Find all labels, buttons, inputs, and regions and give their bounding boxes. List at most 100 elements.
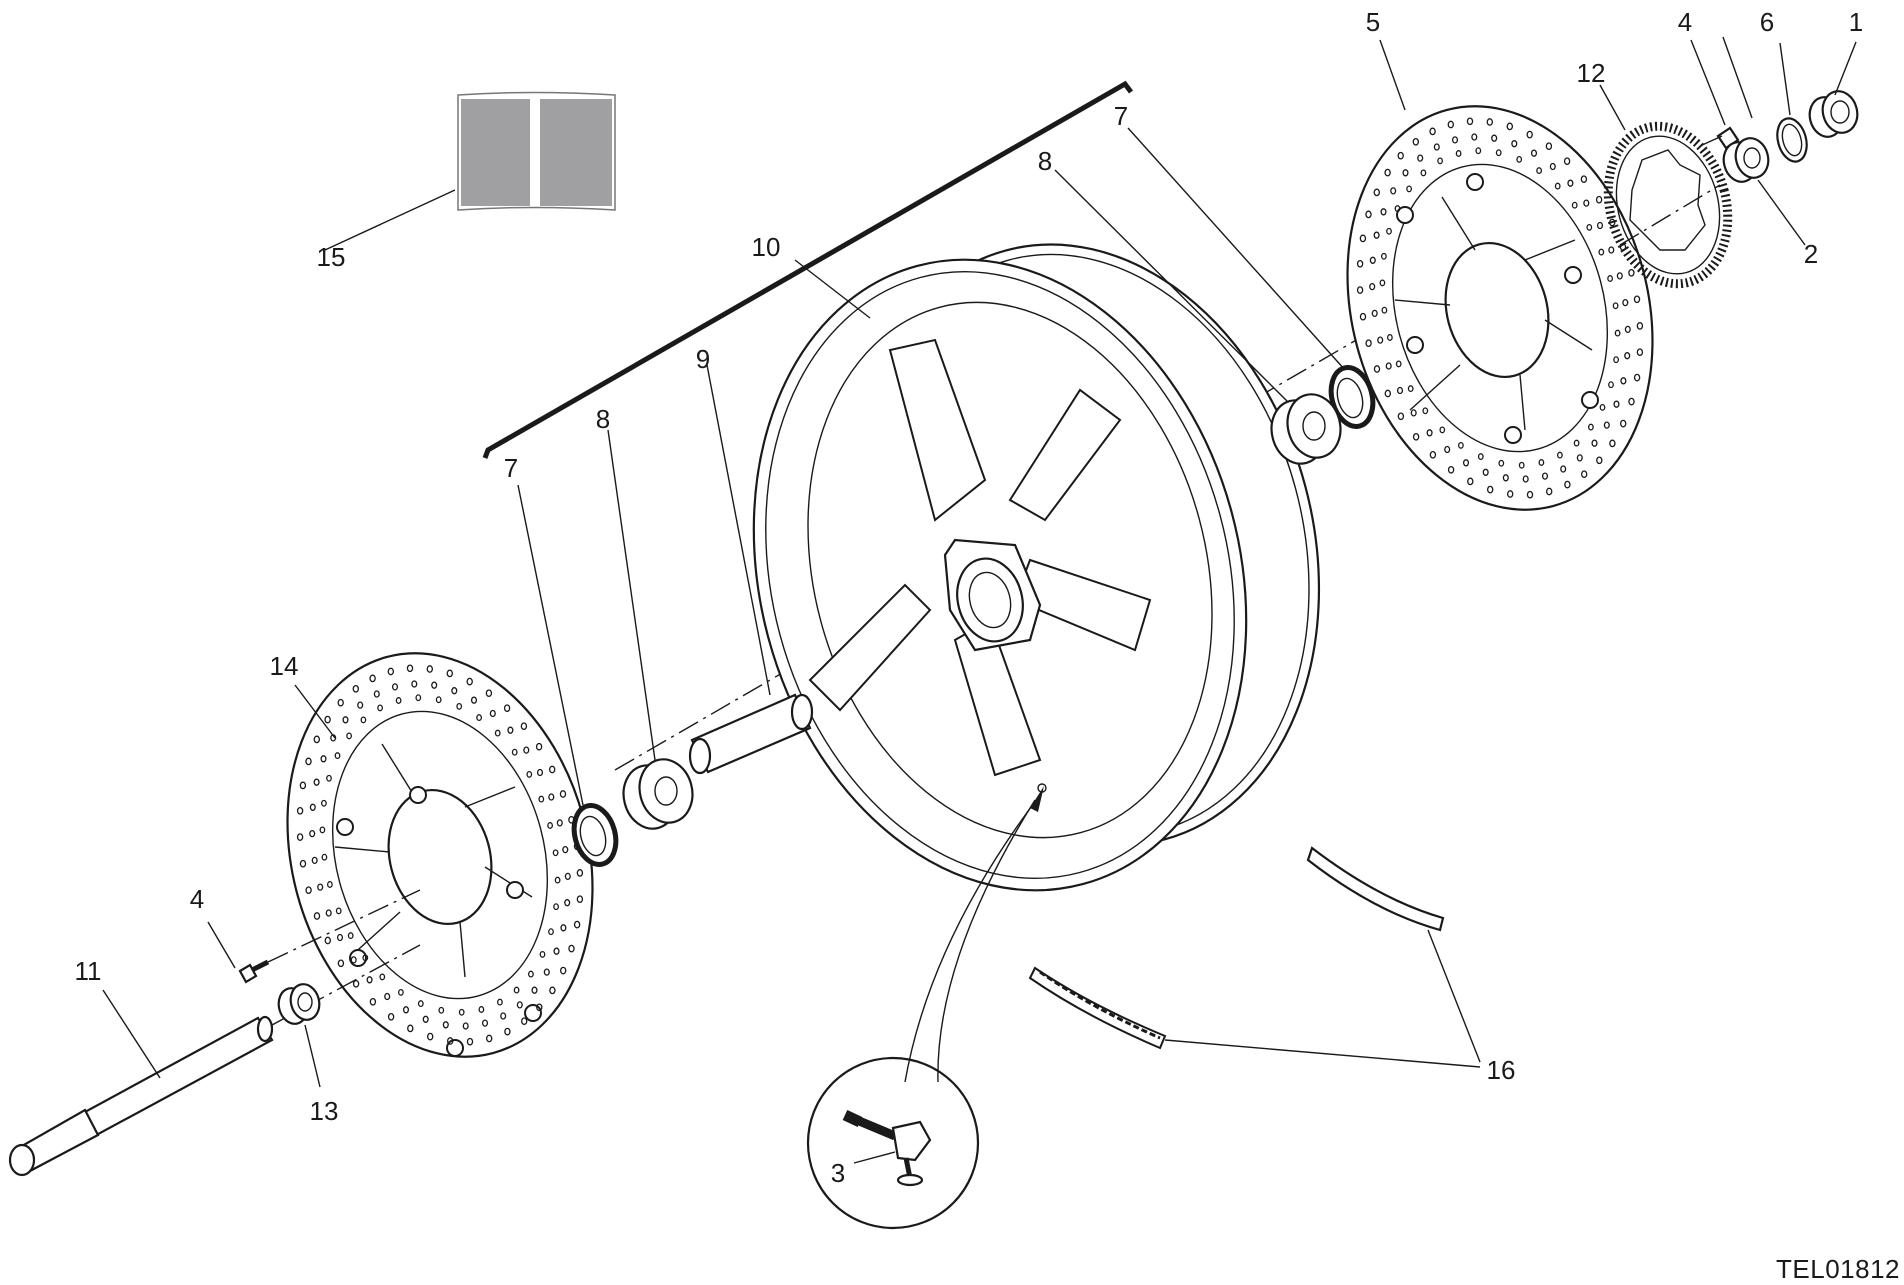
drill-hole [1567,179,1574,187]
drill-hole [523,746,530,754]
callout-10: 10 [752,232,781,262]
drill-hole [553,903,559,911]
drill-hole [559,966,567,975]
seal-part-7-right [1328,365,1376,429]
drill-hole [417,1000,424,1008]
drill-hole [324,715,331,724]
bracket-part-10 [482,80,1133,459]
drill-hole [548,765,556,774]
drill-hole [511,748,518,756]
drill-hole [325,909,332,917]
callout-11: 11 [75,956,102,986]
drill-hole [1554,182,1561,190]
drill-hole [1384,389,1392,398]
drill-hole [1397,412,1405,421]
spacer-part-2 [1722,137,1770,183]
drill-hole [554,876,561,884]
drill-hole [422,1015,429,1023]
drill-hole [576,869,584,877]
drill-hole [1516,155,1523,163]
drill-hole [1390,187,1397,195]
drill-hole [520,722,528,731]
drill-hole [1394,205,1401,213]
drill-hole [560,924,567,932]
drill-hole [1596,456,1603,465]
drill-hole [1386,227,1392,235]
nut-part-13 [277,983,321,1025]
drill-hole [1633,373,1641,382]
drill-hole [1380,208,1387,216]
drill-hole [1417,154,1424,162]
drill-hole [1486,485,1494,494]
drill-hole [1359,234,1367,243]
drill-hole [1526,490,1534,499]
drill-hole [1598,248,1605,256]
drill-hole [1636,322,1644,330]
drill-hole [1406,185,1412,193]
drill-hole [548,793,555,801]
drill-hole [1373,231,1380,239]
drill-hole [426,1032,434,1041]
drill-hole [1628,397,1635,406]
drill-hole [568,944,575,953]
drill-hole [1549,162,1556,171]
wheel-rim-part-10 [752,243,1321,892]
drill-hole [1439,426,1446,434]
callout-9: 9 [696,344,710,374]
drill-hole [1580,470,1588,479]
drill-hole [489,709,496,718]
seal-part-7-left [571,803,619,867]
drill-hole [1373,365,1381,373]
drill-hole [1603,421,1610,429]
drill-hole [357,701,364,709]
drill-hole [1583,199,1590,207]
drill-hole [1608,381,1614,389]
drill-hole [1422,407,1429,415]
drill-hole [1491,134,1498,142]
drill-hole [485,1034,493,1043]
bolt-part-4-left [238,889,421,984]
drill-hole [305,757,312,766]
callout-12: 12 [1577,58,1606,88]
drill-hole [1545,487,1553,496]
drill-hole [1596,221,1604,230]
drill-hole [1387,334,1393,341]
callout-1: 1 [1849,7,1863,37]
drill-hole [442,1021,449,1029]
drill-hole [548,928,554,936]
drill-hole [387,1012,395,1021]
drill-hole [1541,472,1549,480]
drill-hole [1608,246,1615,254]
drill-hole [451,687,458,695]
drill-hole [1437,157,1443,165]
drill-hole [1498,459,1505,467]
drill-hole [1371,309,1378,318]
drill-hole [497,998,503,1006]
drill-hole [313,912,321,920]
drill-hole [500,1012,507,1020]
drill-hole [336,933,344,942]
spacer-tube-part-9 [688,693,814,775]
drill-hole [1616,272,1623,280]
drill-hole [321,799,327,807]
bearing-part-8-left [622,758,694,830]
drill-hole [1633,295,1641,304]
drill-hole [377,704,383,712]
drill-hole [352,684,360,693]
axle-part-11 [8,944,421,1177]
drill-hole [507,726,514,734]
drill-hole [435,696,442,704]
drill-hole [1563,157,1571,166]
drill-hole [415,694,422,702]
drill-hole [1410,409,1417,417]
drill-hole [478,1006,485,1013]
drawing-code: TEL01812 [1776,1254,1900,1284]
drill-hole [549,986,556,995]
drill-hole [520,1017,528,1026]
rim-stripes-part-16 [1028,846,1445,1050]
drill-hole [411,680,418,688]
drill-hole [536,1003,543,1012]
drill-hole [406,664,414,673]
drill-hole [1612,302,1619,310]
drill-hole [407,1024,414,1033]
